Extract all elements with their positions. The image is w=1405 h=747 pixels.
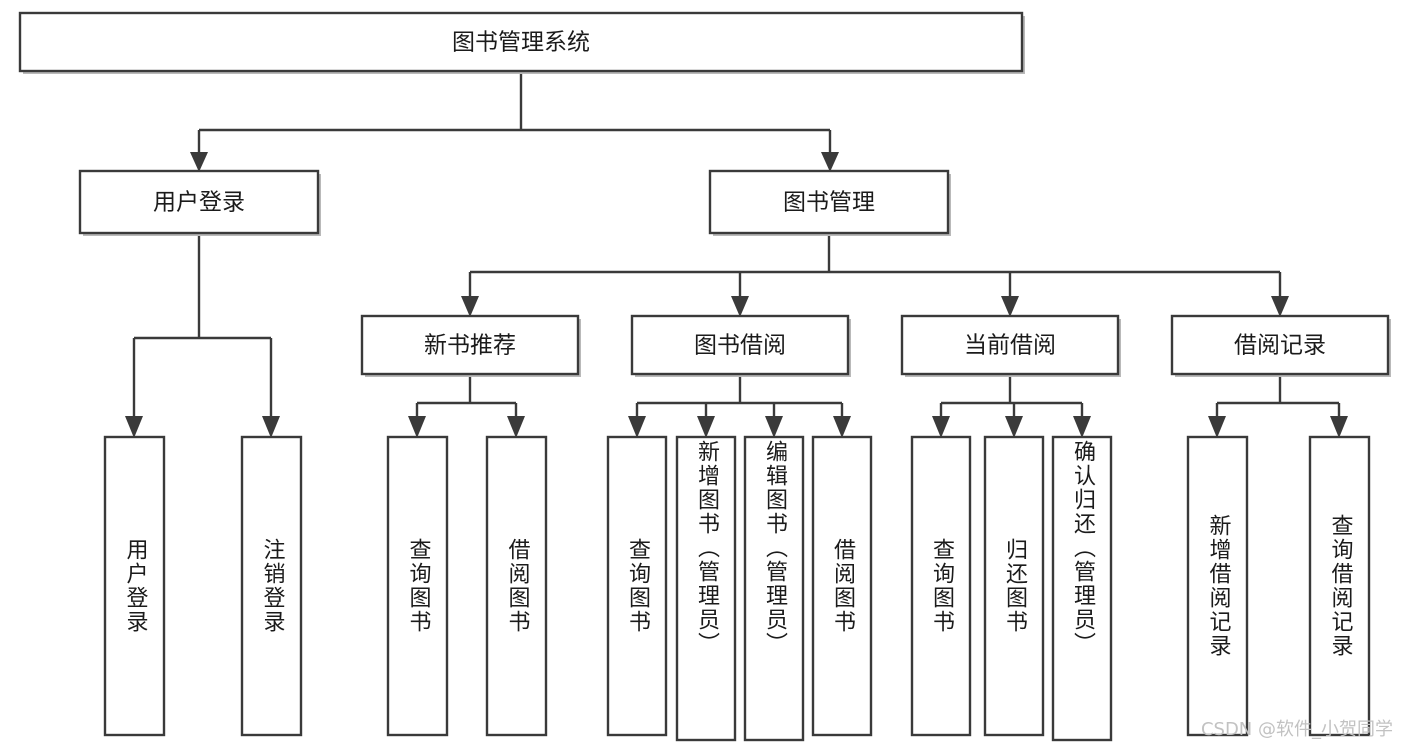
leaf-node-add-record[interactable]	[1186, 435, 1249, 737]
arrowhead-leaf-query-book-2	[628, 416, 646, 438]
node-new-book-recommend-label: 新书推荐	[424, 333, 516, 359]
leaf-node-borrow-book-2[interactable]	[811, 435, 873, 737]
arrowhead-leaf-query-book-1	[408, 416, 426, 438]
node-user-login[interactable]: 用户登录	[78, 169, 321, 236]
arrowhead-leaf-user-login	[125, 416, 143, 438]
node-current-borrow[interactable]: 当前借阅	[900, 314, 1121, 377]
watermark-text: CSDN @软件_小贺同学	[1200, 719, 1393, 740]
leaf-node-query-book-3[interactable]	[910, 435, 972, 737]
node-layer: 图书管理系统 用户登录 图书管理 新书推荐	[18, 11, 1391, 742]
leaf-node-edit-book[interactable]	[743, 435, 805, 742]
arrowhead-book-borrow	[731, 296, 749, 317]
node-borrow-record-label: 借阅记录	[1234, 333, 1326, 359]
arrowhead-leaf-add-book	[697, 416, 715, 438]
connector-current-borrow-bus	[939, 374, 1084, 420]
leaf-node-confirm-return[interactable]	[1051, 435, 1113, 742]
node-root-label: 图书管理系统	[452, 30, 590, 56]
node-root[interactable]: 图书管理系统	[18, 11, 1025, 74]
leaf-node-user-login[interactable]	[103, 435, 166, 737]
leaf-node-return-book[interactable]	[983, 435, 1045, 737]
arrowhead-leaf-edit-book	[765, 416, 783, 438]
arrowhead-leaf-query-book-3	[932, 416, 950, 438]
connector-new-book-recommend-bus	[415, 374, 518, 420]
arrowhead-user-login	[190, 152, 208, 172]
connector-book-borrow-bus	[635, 374, 844, 420]
node-user-login-label: 用户登录	[153, 190, 245, 216]
arrowhead-new-book-recommend	[461, 296, 479, 317]
leaf-node-logout[interactable]	[240, 435, 303, 737]
node-book-management[interactable]: 图书管理	[708, 169, 951, 236]
arrowhead-leaf-borrow-book-1	[507, 416, 525, 438]
connector-layer	[125, 71, 1348, 438]
arrowhead-leaf-confirm-return	[1073, 416, 1091, 438]
node-book-management-label: 图书管理	[783, 190, 875, 216]
node-book-borrow-label: 图书借阅	[694, 333, 786, 359]
node-new-book-recommend[interactable]: 新书推荐	[360, 314, 581, 377]
leaf-node-query-book-1[interactable]	[386, 435, 449, 737]
connector-borrow-record-bus	[1215, 374, 1341, 420]
connector-user-login-bus	[132, 233, 273, 420]
leaf-node-query-book-2[interactable]	[606, 435, 668, 737]
leaf-node-borrow-book-1[interactable]	[485, 435, 548, 737]
connector-book-management-bus	[468, 233, 1282, 300]
leaf-node-query-record[interactable]	[1308, 435, 1371, 737]
leaf-node-add-book[interactable]	[675, 435, 737, 742]
arrowhead-borrow-record	[1271, 296, 1289, 317]
arrowhead-leaf-add-record	[1208, 416, 1226, 438]
connector-root-bus	[197, 71, 832, 155]
arrowhead-current-borrow	[1001, 296, 1019, 317]
arrowhead-book-management	[821, 152, 839, 172]
arrowhead-leaf-borrow-book-2	[833, 416, 851, 438]
node-borrow-record[interactable]: 借阅记录	[1170, 314, 1391, 377]
node-current-borrow-label: 当前借阅	[964, 333, 1056, 359]
node-book-borrow[interactable]: 图书借阅	[630, 314, 851, 377]
arrowhead-leaf-logout	[262, 416, 280, 438]
arrowhead-leaf-return-book	[1005, 416, 1023, 438]
arrowhead-leaf-query-record	[1330, 416, 1348, 438]
